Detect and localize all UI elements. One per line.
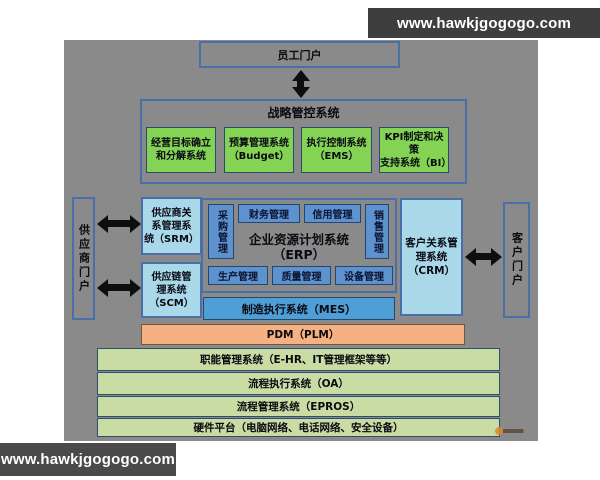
kpi-bi-system-box: KPI制定和决策 支持系统（BI） [379,127,452,173]
customer-portal-label: 客户门户 [510,232,524,288]
functional-management-layer: 职能管理系统（E-HR、IT管理框架等等） [97,348,500,371]
quality-module-label: 质量管理 [281,272,322,283]
watermark-url-top: www.hawkjgogogo.com [396,14,572,32]
process-management-epros-layer: 流程管理系统（EPROS） [97,396,500,417]
execution-system-line: （EMS） [314,151,359,162]
quality-module-box: 质量管理 [272,266,331,285]
kpi-system-line: KPI制定和决策 [384,131,444,156]
layer-label: 流程执行系统（OA） [248,378,349,390]
employee-portal-label: 员工门户 [277,48,322,62]
mes-box: 制造执行系统（MES） [203,297,395,320]
production-module-label: 生产管理 [218,272,258,283]
budget-system-line: （Budget） [228,151,290,162]
layer-label: 职能管理系统（E-HR、IT管理框架等等） [200,354,397,366]
srm-line: 系管理系 [151,220,192,232]
watermark-logo [493,424,527,437]
finance-module-label: 财务管理 [249,210,289,221]
srm-line: 统（SRM） [144,233,199,245]
watermark-banner-bottom: www.hawkjgogogo.com [0,443,176,476]
erp-title-line: （ERP） [272,247,326,262]
srm-box: 供应商关 系管理系 统（SRM） [141,197,202,255]
erp-container-box: 采购管理 财务管理 信用管理 销售管理 企业资源计划系统 （ERP） 生产管理 … [201,198,397,293]
execution-system-line: 执行控制系统 [306,138,367,149]
customer-portal-box: 客户门户 [503,202,530,318]
double-arrow-vertical-icon [291,70,310,98]
scm-line: （SCM） [149,297,194,309]
production-module-box: 生产管理 [208,266,268,285]
crm-line: （CRM） [407,265,456,277]
watermark-banner-top: www.hawkjgogogo.com [368,8,600,38]
finance-module-box: 财务管理 [238,204,300,223]
goal-decomposition-system-box: 经营目标确立 和分解系统 [146,127,216,173]
purchase-module-label: 采购管理 [215,209,227,254]
equipment-module-box: 设备管理 [335,266,393,285]
strategy-system-box: 战略管控系统 经营目标确立 和分解系统 预算管理系统 （Budget） 执行控制… [140,99,467,184]
goal-system-line: 和分解系统 [156,151,206,162]
pdm-plm-box: PDM（PLM） [141,324,465,345]
process-execution-oa-layer: 流程执行系统（OA） [97,372,500,395]
hardware-platform-layer: 硬件平台（电脑网络、电话网络、安全设备） [97,418,500,437]
purchase-module-box: 采购管理 [208,204,234,259]
crm-line: 理系统 [415,251,448,263]
pdm-label: PDM（PLM） [266,329,340,341]
credit-module-box: 信用管理 [304,204,361,223]
credit-module-label: 信用管理 [312,210,353,221]
crm-line: 客户关系管 [405,237,458,249]
scm-line: 理系统 [156,284,187,296]
watermark-url-bottom: www.hawkjgogogo.com [0,451,176,468]
strategy-title: 战略管控系统 [267,106,340,120]
equipment-module-label: 设备管理 [344,272,384,283]
layer-label: 流程管理系统（EPROS） [236,401,361,413]
goal-system-line: 经营目标确立 [151,138,211,149]
scm-box: 供应链管 理系统 （SCM） [141,262,202,318]
supplier-portal-label: 供应商门户 [77,223,91,294]
double-arrow-horizontal-icon [97,278,141,297]
scm-line: 供应链管 [151,271,192,283]
budget-system-box: 预算管理系统 （Budget） [224,127,294,173]
srm-line: 供应商关 [151,207,192,219]
crm-box: 客户关系管 理系统 （CRM） [400,198,463,316]
kpi-system-line: 支持系统（BI） [380,157,452,169]
mes-label: 制造执行系统（MES） [241,302,357,316]
sales-module-label: 销售管理 [371,209,383,254]
sales-module-box: 销售管理 [365,204,389,259]
supplier-portal-box: 供应商门户 [72,197,95,320]
erp-title-line: 企业资源计划系统 [248,232,349,247]
execution-control-system-box: 执行控制系统 （EMS） [301,127,372,173]
budget-system-line: 预算管理系统 [229,138,289,149]
layer-label: 硬件平台（电脑网络、电话网络、安全设备） [193,422,404,434]
erp-title: 企业资源计划系统 （ERP） [233,232,365,262]
double-arrow-horizontal-icon [97,214,141,233]
employee-portal-box: 员工门户 [199,41,400,68]
double-arrow-horizontal-icon [465,247,502,266]
